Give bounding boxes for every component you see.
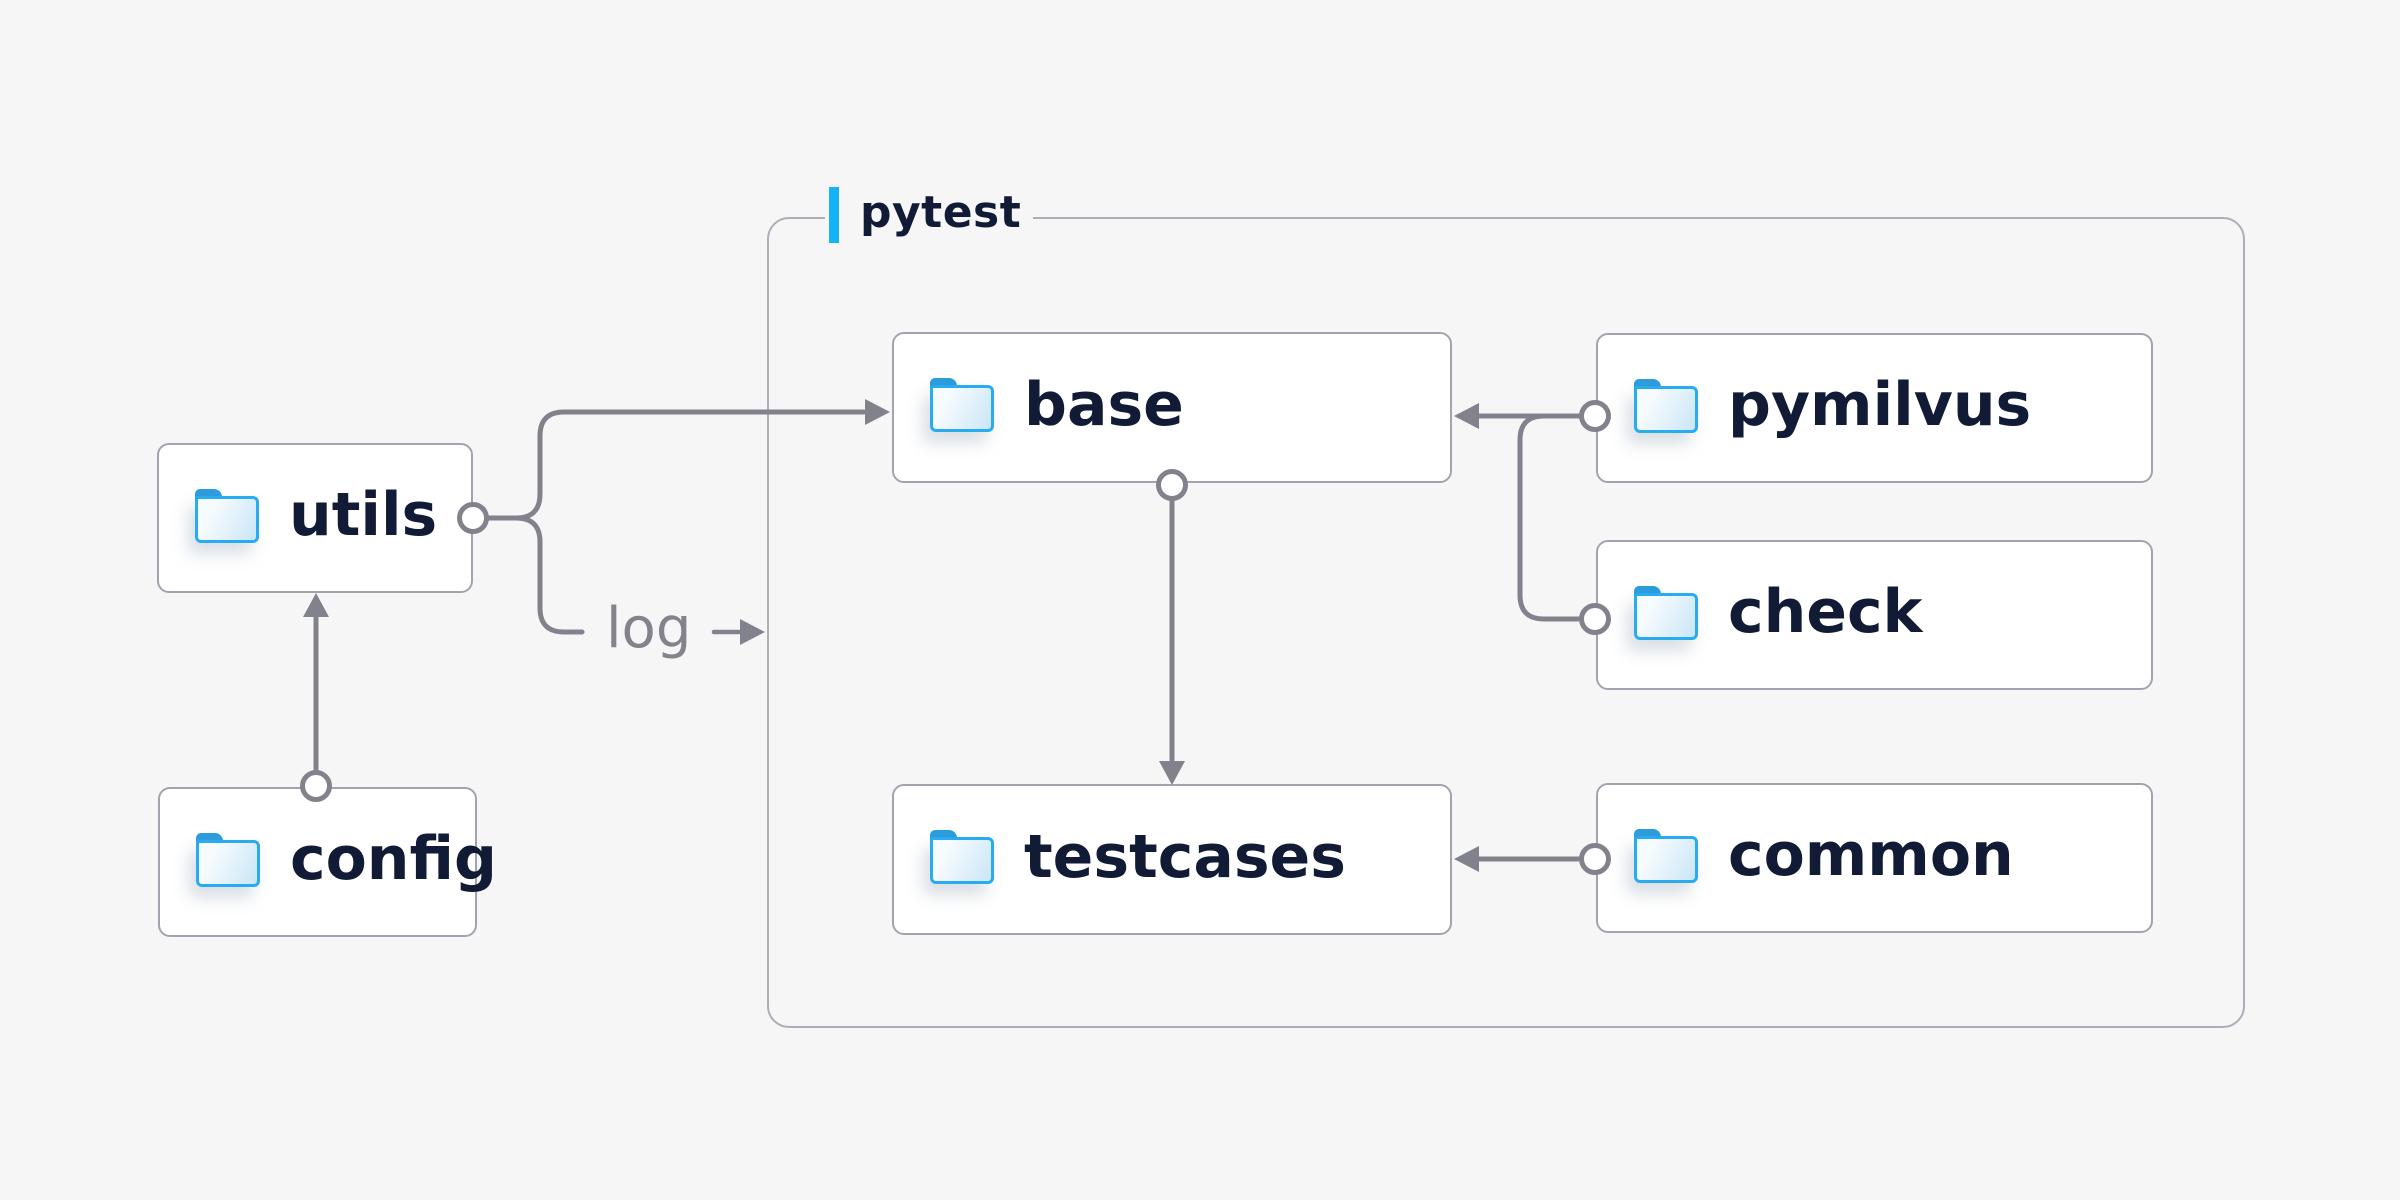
pytest-group-label: pytest bbox=[825, 182, 1034, 248]
pytest-group-label-text: pytest bbox=[860, 187, 1022, 238]
node-config-label: config bbox=[290, 824, 497, 894]
folder-icon bbox=[930, 830, 994, 884]
node-check: check bbox=[1596, 540, 2153, 690]
node-testcases-label: testcases bbox=[1024, 821, 1346, 892]
node-testcases: testcases bbox=[892, 784, 1452, 935]
folder-icon bbox=[196, 832, 260, 887]
node-check-label: check bbox=[1728, 577, 1923, 647]
node-utils-label: utils bbox=[289, 480, 438, 550]
node-config: config bbox=[158, 787, 497, 937]
folder-icon bbox=[1634, 378, 1698, 433]
accent-bar bbox=[829, 187, 839, 243]
node-base-label: base bbox=[1024, 369, 1184, 440]
folder-icon bbox=[1634, 828, 1698, 883]
folder-icon bbox=[930, 378, 994, 432]
node-base: base bbox=[892, 332, 1452, 483]
folder-icon bbox=[1634, 585, 1698, 640]
pytest-group-container bbox=[767, 217, 2245, 1028]
node-pymilvus-label: pymilvus bbox=[1728, 370, 2032, 440]
folder-icon bbox=[195, 488, 259, 543]
node-pymilvus: pymilvus bbox=[1596, 333, 2153, 483]
edge-config-to-utils bbox=[300, 593, 332, 802]
node-utils: utils bbox=[157, 443, 473, 593]
edge-label-log: log bbox=[606, 596, 692, 661]
node-common: common bbox=[1596, 783, 2153, 933]
node-common-label: common bbox=[1728, 820, 2014, 890]
